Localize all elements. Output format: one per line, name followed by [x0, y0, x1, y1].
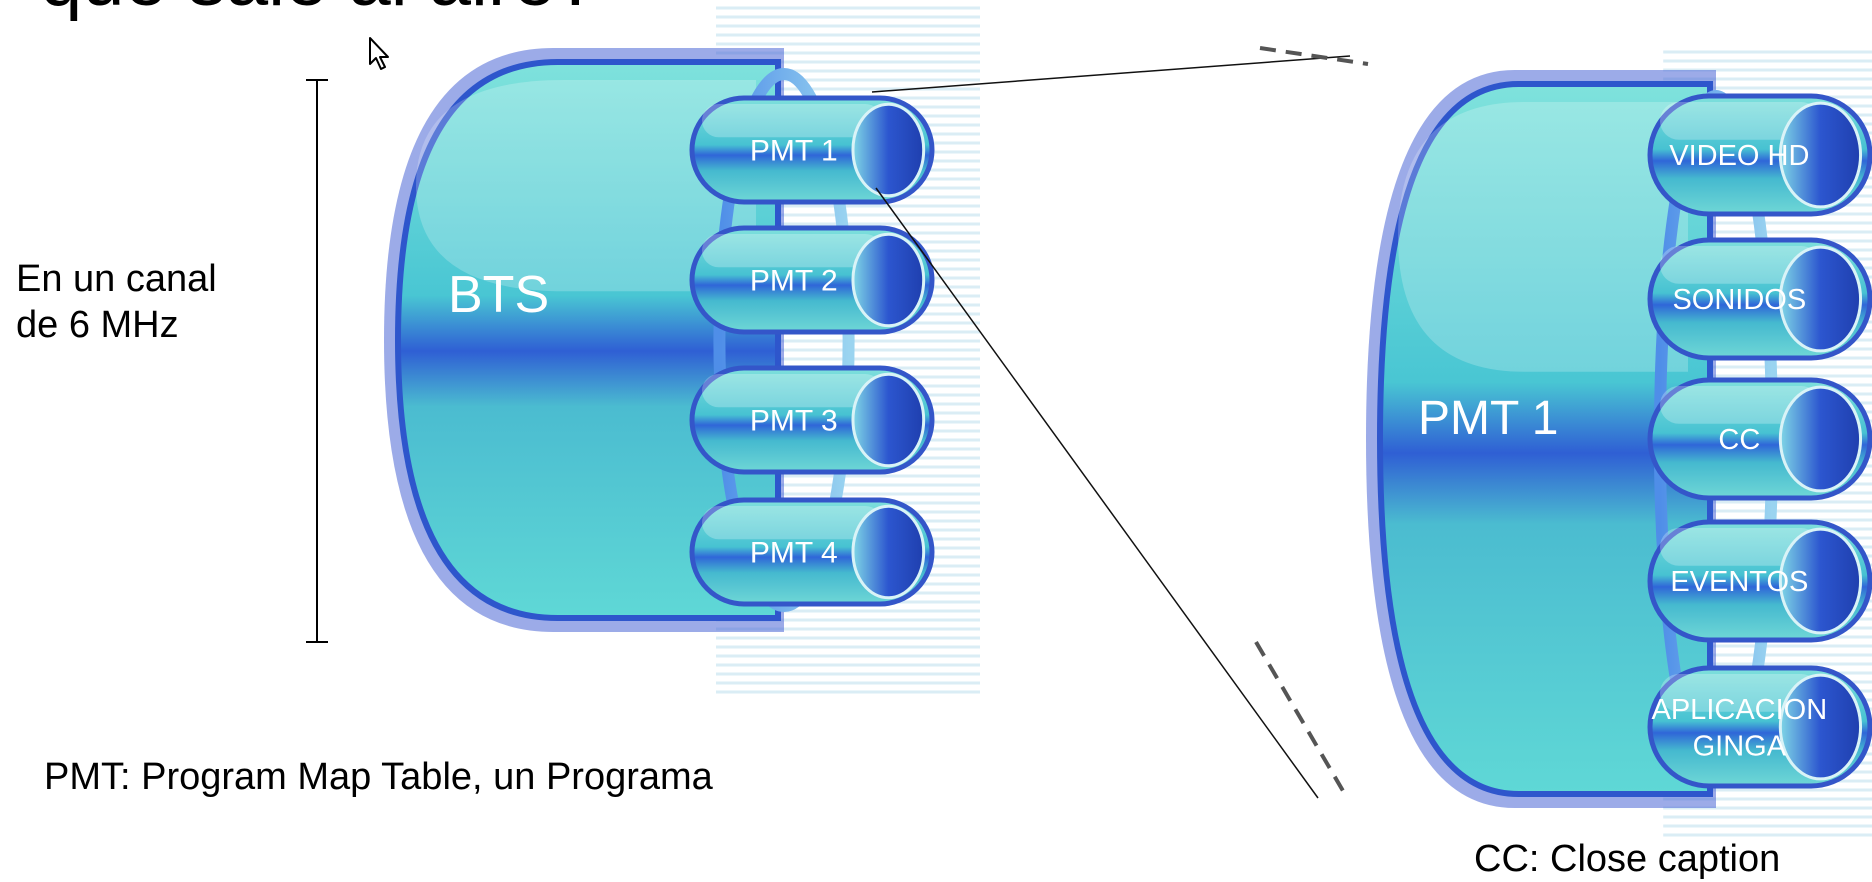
- pmt-item-3-end-cap: [851, 372, 926, 468]
- pmt-footnote: PMT: Program Map Table, un Programa: [44, 756, 713, 798]
- pmt-item-3-highlight: [702, 374, 882, 408]
- pmt-item-2-label-1: PMT 2: [750, 265, 838, 298]
- pmt-item-1: PMT 1: [689, 95, 935, 205]
- cc-footnote: CC: Close caption: [1474, 838, 1781, 880]
- pmt-item-2-end-cap: [851, 232, 926, 328]
- pmt1-drum-label: PMT 1: [1418, 392, 1558, 445]
- pmt1-item-video-hd: VIDEO HD: [1647, 93, 1872, 217]
- pmt1-item-sonidos-label-1: SONIDOS: [1672, 284, 1806, 316]
- pmt1-item-eventos-label-1: EVENTOS: [1670, 566, 1808, 598]
- pmt1-item-aplicacion-ginga-highlight: [1660, 674, 1820, 712]
- pmt-item-4-end-cap: [851, 504, 926, 600]
- pmt1-item-aplicacion-ginga: APLICACION GINGA: [1647, 665, 1872, 789]
- pmt-item-3-label-1: PMT 3: [750, 405, 838, 438]
- pmt-item-2: PMT 2: [689, 225, 935, 335]
- channel-label-line-1: En un canal: [16, 258, 217, 300]
- pmt-item-4: PMT 4: [689, 497, 935, 607]
- pmt1-drum-body: [1376, 81, 1713, 797]
- bts-drum: BTS: [384, 48, 855, 632]
- slide-title: que sale al aire?: [40, 0, 598, 18]
- pmt-item-1-highlight: [702, 104, 882, 138]
- bts-drum-highlight: [416, 80, 756, 292]
- bts-drum-label: BTS: [448, 266, 549, 324]
- pmt1-item-cc-end-cap: [1778, 385, 1863, 493]
- channel-label: En un canal de 6 MHz: [16, 256, 217, 348]
- pmt-item-4-label-1: PMT 4: [750, 537, 838, 570]
- pmt1-item-aplicacion-ginga-label-1: APLICACION: [1652, 694, 1828, 726]
- bts-drum-body: [394, 59, 781, 621]
- pmt-item-2-highlight: [702, 234, 882, 268]
- pmt-item-3: PMT 3: [689, 365, 935, 475]
- pmt1-item-cc-label-1: CC: [1718, 424, 1760, 456]
- pmt1-item-eventos: EVENTOS: [1647, 519, 1872, 643]
- pmt1-item-aplicacion-ginga-end-cap: [1778, 673, 1863, 781]
- pmt1-item-video-hd-end-cap: [1778, 101, 1863, 209]
- pmt1-item-sonidos-end-cap: [1778, 245, 1863, 353]
- pmt1-diagram: PMT 1 VIDEO HD SONIDOS CC EVENTOS APLICACION G…: [1350, 44, 1872, 849]
- channel-bracket: [306, 79, 328, 643]
- pmt1-item-eventos-highlight: [1660, 528, 1820, 566]
- pmt1-item-eventos-end-cap: [1778, 527, 1863, 635]
- pmt-item-1-label-1: PMT 1: [750, 135, 838, 168]
- pmt1-item-video-hd-label-1: VIDEO HD: [1669, 140, 1809, 172]
- pmt1-item-sonidos-highlight: [1660, 246, 1820, 284]
- channel-label-line-2: de 6 MHz: [16, 304, 179, 346]
- mouse-pointer-icon: [369, 37, 389, 70]
- bts-diagram: BTS PMT 1 PMT 2 PMT 3 PMT 4: [320, 0, 980, 705]
- pmt-item-1-end-cap: [851, 102, 926, 198]
- pmt1-item-aplicacion-ginga-label-2: GINGA: [1693, 730, 1787, 762]
- pmt1-drum-highlight: [1398, 102, 1688, 372]
- pmt1-item-sonidos: SONIDOS: [1647, 237, 1872, 361]
- pmt1-item-video-hd-highlight: [1660, 102, 1820, 140]
- pmt1-item-cc: CC: [1647, 377, 1872, 501]
- pmt1-item-cc-highlight: [1660, 386, 1820, 424]
- pmt-item-4-highlight: [702, 506, 882, 540]
